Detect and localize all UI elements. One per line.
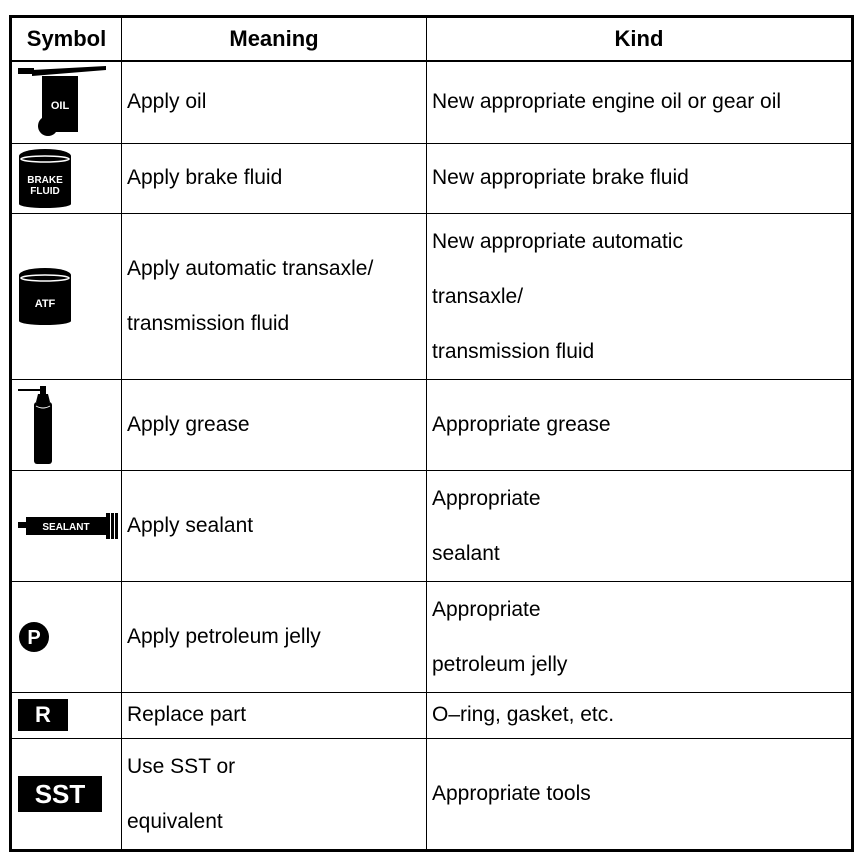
- svg-text:BRAKE: BRAKE: [27, 175, 63, 186]
- header-symbol: Symbol: [10, 16, 122, 62]
- meaning-text: Apply brake fluid: [127, 166, 283, 189]
- kind-text: O–ring, gasket, etc.: [432, 703, 615, 726]
- kind-text: transmission fluid: [432, 339, 595, 363]
- header-meaning: Meaning: [121, 16, 427, 62]
- meaning-text: Replace part: [127, 703, 247, 726]
- kind-text: transaxle/: [432, 284, 524, 308]
- table-row: BRAKE FLUID Apply brake fluid New approp…: [10, 142, 853, 214]
- lubricant-symbol-table: Symbol Meaning Kind OIL Apply oil New ap…: [9, 15, 854, 852]
- meaning-text: Apply oil: [127, 90, 207, 114]
- kind-text: sealant: [432, 541, 500, 565]
- symbol-cell: GREASE: [10, 378, 122, 471]
- kind-cell: Appropriate grease: [426, 378, 853, 471]
- meaning-text: transmission fluid: [127, 312, 290, 335]
- table-header-row: Symbol Meaning Kind: [10, 16, 853, 62]
- kind-cell: New appropriate automatic transaxle/ tra…: [426, 212, 853, 380]
- meaning-text: Use SST or: [127, 754, 236, 778]
- petroleum-jelly-icon: P: [19, 621, 49, 652]
- svg-text:OIL: OIL: [51, 100, 70, 112]
- table-row: ATF Apply automatic transaxle/ transmiss…: [10, 212, 853, 380]
- table-row: OIL Apply oil New appropriate engine oil…: [10, 60, 853, 144]
- symbol-cell: R: [10, 691, 122, 739]
- meaning-text: equivalent: [127, 809, 223, 833]
- meaning-cell: Apply oil: [121, 60, 427, 144]
- symbol-cell: OIL: [10, 60, 122, 144]
- symbol-cell: SST: [10, 737, 122, 851]
- meaning-text: Apply sealant: [127, 513, 254, 537]
- svg-text:SEALANT: SEALANT: [42, 522, 89, 533]
- meaning-cell: Apply automatic transaxle/ transmission …: [121, 212, 427, 380]
- meaning-cell: Apply grease: [121, 378, 427, 471]
- meaning-cell: Apply brake fluid: [121, 142, 427, 214]
- meaning-cell: Use SST or equivalent: [121, 737, 427, 851]
- header-kind: Kind: [426, 16, 853, 62]
- svg-text:P: P: [27, 627, 40, 649]
- kind-text: petroleum jelly: [432, 652, 568, 676]
- svg-text:ATF: ATF: [35, 298, 56, 310]
- oil-can-icon: OIL: [18, 66, 106, 137]
- kind-text: New appropriate engine oil or gear oil: [432, 90, 782, 114]
- meaning-text: Apply grease: [127, 412, 250, 436]
- symbol-cell: SEALANT: [10, 469, 122, 582]
- replace-part-icon: R: [18, 699, 68, 731]
- kind-cell: Appropriate petroleum jelly: [426, 580, 853, 693]
- table-row: P Apply petroleum jelly Appropriate petr…: [10, 580, 853, 693]
- meaning-text: Apply petroleum jelly: [127, 624, 321, 648]
- kind-cell: O–ring, gasket, etc.: [426, 691, 853, 739]
- symbol-cell: ATF: [10, 212, 122, 380]
- symbol-cell: BRAKE FLUID: [10, 142, 122, 214]
- kind-cell: New appropriate engine oil or gear oil: [426, 60, 853, 144]
- kind-cell: New appropriate brake fluid: [426, 142, 853, 214]
- meaning-cell: Apply petroleum jelly: [121, 580, 427, 693]
- meaning-cell: Apply sealant: [121, 469, 427, 582]
- grease-can-icon: GREASE: [18, 385, 67, 464]
- table-row: SEALANT Apply sealant Appropriate sealan…: [10, 469, 853, 582]
- kind-text: Appropriate: [432, 486, 541, 510]
- table-row: GREASE Apply grease Appropriate grease: [10, 378, 853, 471]
- kind-cell: Appropriate sealant: [426, 469, 853, 582]
- kind-text: New appropriate brake fluid: [432, 166, 689, 189]
- symbol-cell: P: [10, 580, 122, 693]
- svg-text:GREASE: GREASE: [57, 414, 67, 452]
- kind-text: Appropriate tools: [432, 781, 591, 805]
- table-row: SST Use SST or equivalent Appropriate to…: [10, 737, 853, 851]
- meaning-cell: Replace part: [121, 691, 427, 739]
- kind-text: Appropriate: [432, 597, 541, 621]
- svg-text:FLUID: FLUID: [30, 186, 59, 197]
- sealant-tube-icon: SEALANT: [18, 512, 118, 539]
- kind-text: New appropriate automatic: [432, 229, 683, 253]
- kind-cell: Appropriate tools: [426, 737, 853, 851]
- atf-can-icon: ATF: [19, 268, 71, 325]
- meaning-text: Apply automatic transaxle/: [127, 257, 374, 280]
- kind-text: Appropriate grease: [432, 412, 611, 436]
- sst-icon: SST: [18, 775, 102, 812]
- brake-fluid-can-icon: BRAKE FLUID: [19, 149, 71, 208]
- table-row: R Replace part O–ring, gasket, etc.: [10, 691, 853, 739]
